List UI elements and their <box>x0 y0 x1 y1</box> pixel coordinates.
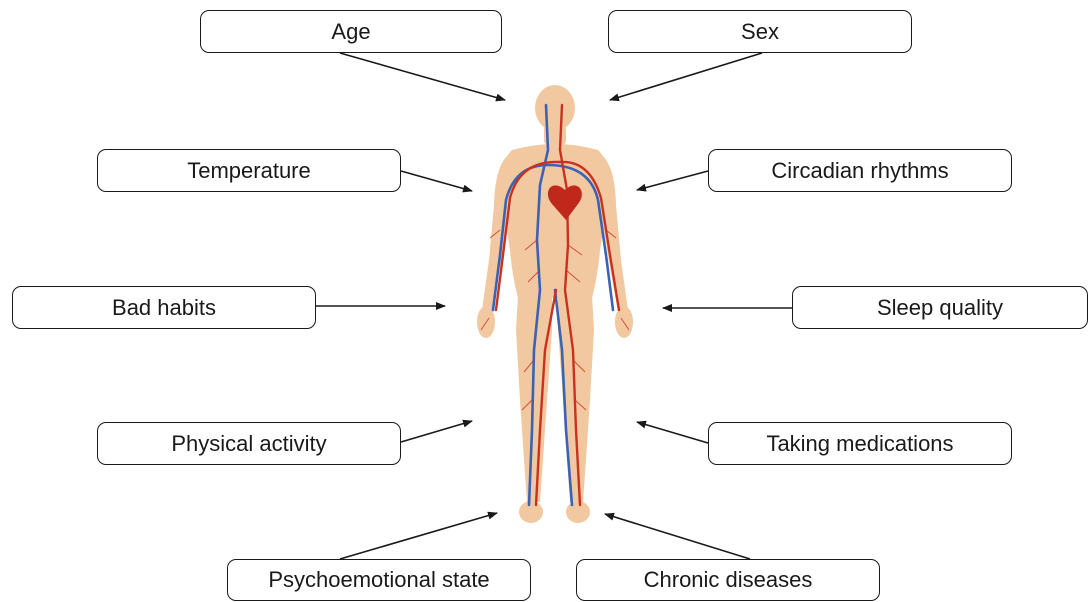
body-silhouette <box>477 85 633 523</box>
